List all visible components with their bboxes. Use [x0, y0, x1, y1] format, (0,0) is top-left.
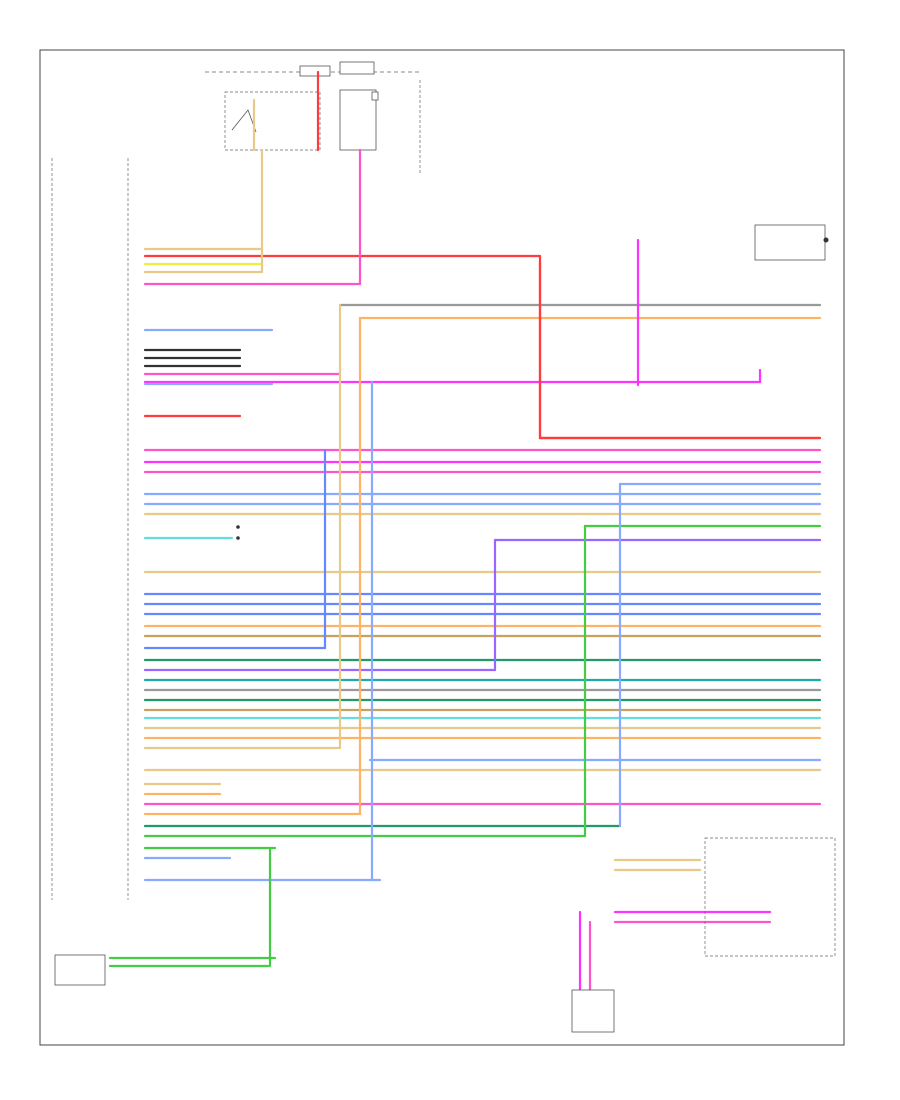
- rear-sensor-box: [54, 954, 106, 986]
- o2-sensor-box: [754, 224, 826, 261]
- cruise-connector-2: [236, 536, 240, 540]
- right-components: [754, 224, 829, 261]
- fuse-box-1: [299, 65, 331, 77]
- cruise-system: [236, 525, 240, 540]
- ecm-relay-tab: [371, 91, 379, 101]
- wire-harness: [108, 70, 822, 1002]
- pcm-connector: [51, 158, 129, 900]
- wire-red-main: [538, 260, 822, 440]
- network-box: [571, 989, 615, 1033]
- tcm-box: [704, 837, 836, 957]
- network-module: [571, 989, 615, 1033]
- o2-sensor-ground: [823, 237, 829, 243]
- ecm-relay: [339, 89, 377, 151]
- cruise-connector-1: [236, 525, 240, 529]
- tcm-module: [704, 837, 836, 957]
- top-power-distribution: [205, 61, 421, 175]
- relay-box: [224, 91, 321, 151]
- relay-switch: [231, 109, 257, 133]
- fuse-box-2: [339, 61, 375, 75]
- diagram-frame: [39, 49, 845, 1046]
- rear-sensor: [54, 954, 106, 986]
